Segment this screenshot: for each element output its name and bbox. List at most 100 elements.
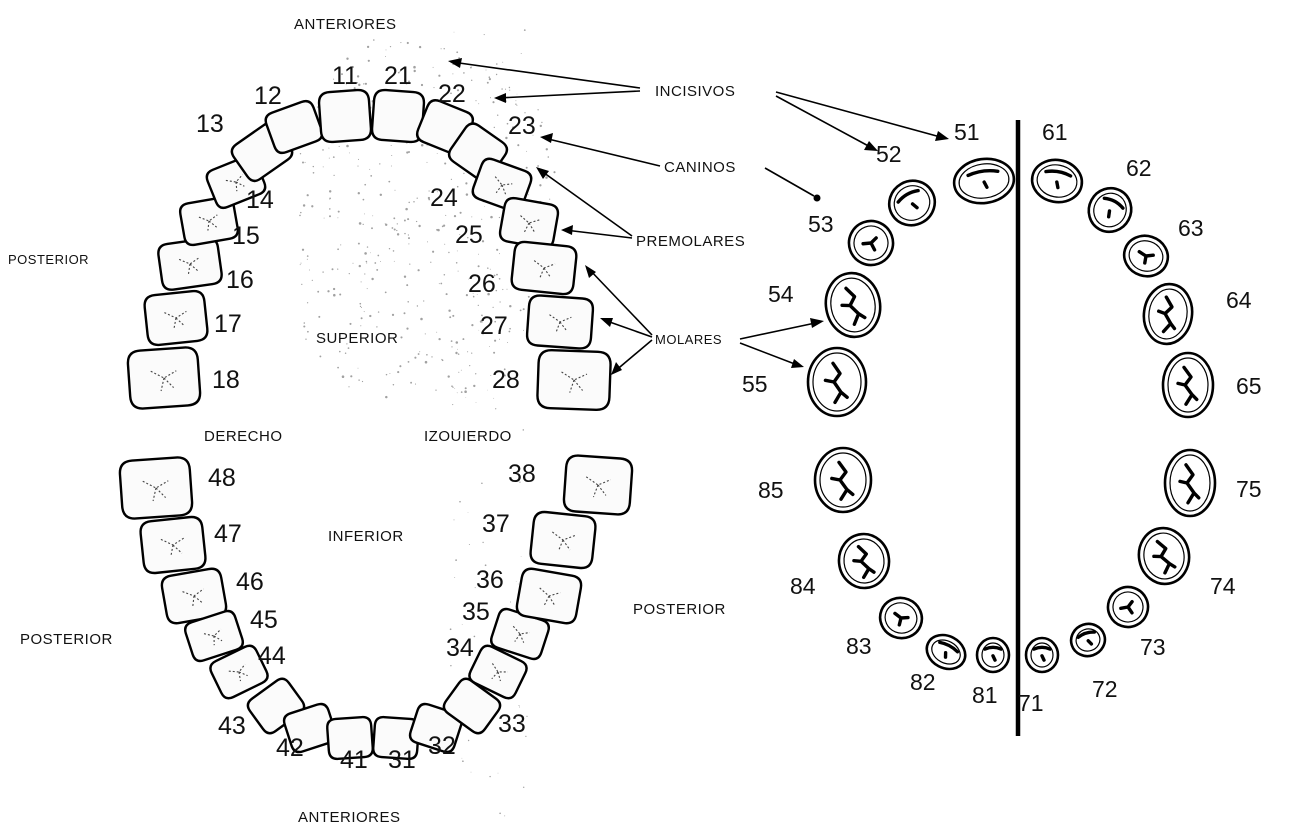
label-anteriores-top: ANTERIORES [294, 16, 397, 33]
label-izquierdo: IZOUIERDO [424, 428, 512, 445]
label-derecho: DERECHO [204, 428, 283, 445]
primary-tooth-75-outline [1165, 450, 1215, 516]
primary-tooth-84 [836, 532, 891, 591]
tooth-48 [119, 457, 193, 520]
tooth-number-25: 25 [455, 221, 483, 249]
label-posterior-lower-left: POSTERIOR [20, 631, 113, 648]
tooth-18 [127, 347, 201, 410]
label-incisivos: INCISIVOS [655, 83, 735, 100]
primary-tooth-73 [1101, 580, 1154, 633]
tooth-26 [511, 241, 578, 295]
primary-tooth-number-72: 72 [1092, 676, 1118, 702]
primary-tooth-number-75: 75 [1236, 476, 1262, 502]
tooth-number-32: 32 [428, 732, 456, 760]
tooth-number-35: 35 [462, 598, 490, 626]
label-inferior: INFERIOR [328, 528, 404, 545]
tooth-number-47: 47 [214, 520, 242, 548]
tooth-number-11: 11 [332, 62, 358, 90]
primary-tooth-number-55: 55 [742, 371, 768, 397]
primary-tooth-number-74: 74 [1210, 573, 1236, 599]
primary-tooth-75 [1165, 450, 1215, 516]
primary-tooth-65-outline [1163, 353, 1213, 417]
primary-tooth-number-52: 52 [876, 141, 902, 167]
primary-tooth-number-82: 82 [910, 669, 936, 695]
tooth-number-31: 31 [388, 746, 416, 774]
primary-tooth-number-73: 73 [1140, 634, 1166, 660]
primary-tooth-55-outline [808, 348, 866, 416]
tooth-28 [537, 350, 611, 410]
tooth-number-43: 43 [218, 712, 246, 740]
primary-tooth-65 [1163, 353, 1213, 417]
label-anteriores-bottom: ANTERIORES [298, 809, 401, 826]
primary-tooth-number-85: 85 [758, 477, 784, 503]
tooth-number-36: 36 [476, 566, 504, 594]
primary-tooth-number-61: 61 [1042, 119, 1068, 145]
primary-tooth-number-83: 83 [846, 633, 872, 659]
label-posterior-mid: POSTERIOR [633, 601, 726, 618]
tooth-number-18: 18 [212, 366, 240, 394]
tooth-number-21: 21 [384, 62, 412, 90]
tooth-36 [515, 567, 582, 625]
tooth-number-16: 16 [226, 266, 254, 294]
tooth-number-44: 44 [258, 642, 286, 670]
tooth-number-28: 28 [492, 366, 520, 394]
primary-tooth-number-62: 62 [1126, 155, 1152, 181]
tooth-number-22: 22 [438, 80, 466, 108]
tooth-37 [529, 511, 596, 569]
tooth-number-15: 15 [232, 222, 260, 250]
primary-tooth-52 [881, 172, 943, 233]
tooth-11 [318, 89, 371, 142]
tooth-number-14: 14 [246, 186, 274, 214]
tooth-number-12: 12 [254, 82, 282, 110]
primary-tooth-71 [1026, 638, 1058, 672]
tooth-17 [144, 290, 209, 346]
tooth-number-17: 17 [214, 310, 242, 338]
primary-tooth-number-54: 54 [768, 281, 794, 307]
tooth-number-41: 41 [340, 746, 368, 774]
tooth-number-24: 24 [430, 184, 458, 212]
primary-tooth-51 [951, 155, 1017, 207]
primary-tooth-number-71: 71 [1018, 690, 1044, 716]
primary-tooth-74 [1135, 524, 1194, 588]
primary-tooth-number-53: 53 [808, 211, 834, 237]
primary-tooth-85 [815, 448, 871, 512]
primary-tooth-number-63: 63 [1178, 215, 1204, 241]
primary-tooth-number-84: 84 [790, 573, 816, 599]
label-caninos: CANINOS [664, 159, 736, 176]
tooth-number-13: 13 [196, 110, 224, 138]
permanent-upper-arch: 18 17 16 15 14 13 12 11 21 22 23 24 25 26 27 28 [127, 62, 611, 410]
primary-tooth-number-64: 64 [1226, 287, 1252, 313]
tooth-number-46: 46 [236, 568, 264, 596]
primary-tooth-62 [1081, 181, 1139, 240]
tooth-number-27: 27 [480, 312, 508, 340]
permanent-lower-arch: 48 47 46 45 44 43 42 41 31 32 33 34 35 36 37 38 [119, 455, 633, 774]
tooth-27 [526, 295, 593, 349]
tooth-number-38: 38 [508, 460, 536, 488]
primary-tooth-54 [821, 269, 885, 341]
primary-dentition: 5554535251616263646585848382817172737475 [742, 119, 1262, 716]
primary-tooth-85-outline [815, 448, 871, 512]
tooth-number-48: 48 [208, 464, 236, 492]
stipple-noise [299, 29, 558, 816]
label-molares: MOLARES [655, 332, 722, 347]
tooth-11-crown [318, 89, 371, 142]
primary-tooth-number-51: 51 [954, 119, 980, 145]
tooth-47 [139, 516, 206, 574]
tooth-number-37: 37 [482, 510, 510, 538]
primary-tooth-84-outline [836, 532, 891, 591]
primary-tooth-64 [1140, 281, 1196, 347]
primary-tooth-53 [843, 215, 899, 271]
tooth-number-26: 26 [468, 270, 496, 298]
tooth-number-33: 33 [498, 710, 526, 738]
label-posterior-upper-left: POSTERIOR [8, 252, 89, 267]
tooth-number-23: 23 [508, 112, 536, 140]
primary-tooth-61 [1029, 156, 1086, 206]
tooth-number-34: 34 [446, 634, 474, 662]
primary-tooth-number-65: 65 [1236, 373, 1262, 399]
tooth-number-45: 45 [250, 606, 278, 634]
label-superior: SUPERIOR [316, 330, 398, 347]
primary-tooth-83 [874, 592, 928, 645]
tooth-number-42: 42 [276, 734, 304, 762]
label-premolares: PREMOLARES [636, 233, 745, 250]
